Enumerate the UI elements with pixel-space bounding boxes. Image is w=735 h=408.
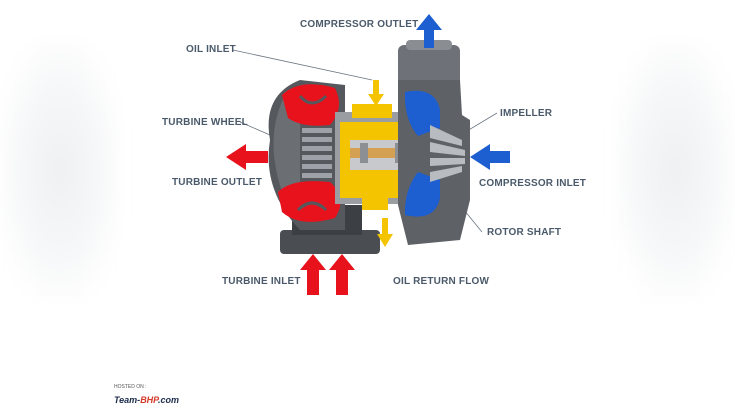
- label-oil-inlet: OIL INLET: [186, 44, 236, 55]
- label-compressor-outlet: COMPRESSOR OUTLET: [300, 19, 419, 30]
- turbine-wheel-blades: [302, 128, 332, 178]
- label-compressor-inlet: COMPRESSOR INLET: [479, 178, 587, 189]
- turbine-housing: [268, 80, 380, 254]
- oil-inlet-arrow: [368, 80, 384, 106]
- compressor-cold-section-bottom: [404, 172, 440, 217]
- watermark-hosted-on: HOSTED ON :: [114, 384, 147, 390]
- watermark-brand-prefix: Team-: [114, 395, 141, 405]
- label-rotor-shaft: ROTOR SHAFT: [487, 227, 562, 238]
- compressor-outlet-arrow: [416, 14, 442, 48]
- turbine-inlet-arrow-2: [329, 254, 355, 295]
- turbine-hot-section-top: [282, 84, 339, 126]
- watermark: HOSTED ON : Team-BHP.com: [114, 384, 179, 408]
- compressor-inlet-arrow: [470, 144, 510, 170]
- turbine-inlet-flange: [280, 230, 380, 254]
- label-turbine-outlet: TURBINE OUTLET: [172, 177, 263, 188]
- background-blur-left: [0, 40, 120, 300]
- compressor-cold-section-top: [404, 90, 440, 136]
- background-blur-right: [615, 40, 735, 300]
- label-turbine-inlet: TURBINE INLET: [222, 276, 301, 287]
- label-oil-return-flow: OIL RETURN FLOW: [393, 276, 490, 287]
- compressor-housing: [398, 40, 470, 245]
- leader-oil-inlet: [232, 49, 373, 81]
- turbine-hot-section-bottom: [278, 181, 341, 222]
- watermark-brand: Team-BHP.com: [114, 395, 179, 405]
- compressor-outlet-pipe: [398, 45, 460, 85]
- turbine-inlet-arrow-1: [300, 254, 326, 295]
- oil-return-arrow: [377, 218, 393, 247]
- label-impeller: IMPELLER: [500, 108, 553, 119]
- watermark-brand-suffix: .com: [158, 395, 180, 405]
- watermark-brand-accent: BHP: [140, 395, 159, 405]
- flow-arrows: [226, 14, 510, 295]
- label-turbine-wheel: TURBINE WHEEL: [162, 117, 248, 128]
- impeller-blades: [430, 125, 465, 182]
- turbine-outlet-arrow: [226, 144, 268, 170]
